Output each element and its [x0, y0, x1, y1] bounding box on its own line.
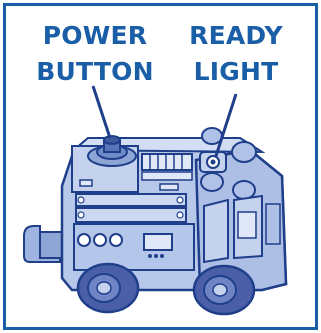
side-panels — [74, 180, 194, 270]
ready-light — [200, 152, 226, 172]
vent-grille — [142, 154, 192, 180]
